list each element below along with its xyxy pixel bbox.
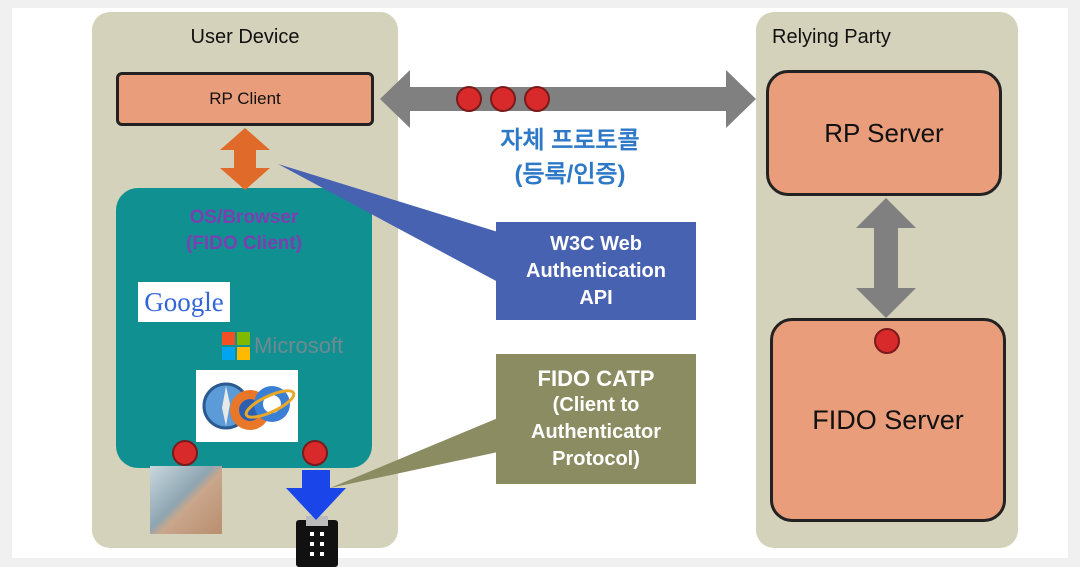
w3c-callout-pointer — [278, 164, 498, 282]
client-api-arrow — [220, 128, 270, 190]
catp-callout-line3: Authenticator — [531, 421, 661, 443]
os-browser-label: OS/Browser (FIDO Client) — [116, 205, 372, 257]
client-dot-right — [302, 440, 328, 466]
protocol-label: 자체 프로토콜 (등록/인증) — [480, 124, 660, 192]
browsers-logo — [196, 370, 298, 442]
google-logo-text: Google — [144, 287, 224, 317]
protocol-dot-2 — [490, 86, 516, 112]
catp-callout-line1: FIDO CATP — [537, 366, 655, 391]
user-device-title: User Device — [190, 26, 300, 48]
w3c-callout-line3: API — [579, 286, 613, 309]
rp-server-label: RP Server — [824, 117, 944, 148]
protocol-label-line2: (등록/인증) — [514, 161, 626, 188]
protocol-dot-3 — [524, 86, 550, 112]
authenticator-arrow — [286, 470, 346, 520]
usb-key — [296, 516, 338, 567]
windows-flag-icon — [222, 332, 250, 360]
protocol-arrow — [380, 70, 756, 128]
rp-client-box: RP Client — [116, 72, 374, 126]
protocol-label-line1: 자체 프로토콜 — [500, 127, 640, 154]
microsoft-logo: Microsoft — [222, 330, 362, 362]
catp-callout: FIDO CATP (Client to Authenticator Proto… — [496, 354, 696, 484]
catp-callout-pointer — [330, 418, 498, 488]
w3c-callout-line2: Authentication — [526, 259, 666, 282]
w3c-callout: W3C Web Authentication API — [496, 222, 696, 320]
rp-server-box: RP Server — [766, 70, 1002, 196]
catp-callout-line4: Protocol) — [552, 448, 640, 470]
microsoft-logo-text: Microsoft — [254, 333, 344, 358]
fido-server-dot — [874, 328, 900, 354]
client-dot-left — [172, 440, 198, 466]
catp-callout-line2: (Client to — [552, 394, 640, 416]
os-browser-line2: (FIDO Client) — [185, 233, 303, 254]
os-browser-line1: OS/Browser — [189, 207, 299, 228]
fido-server-label: FIDO Server — [812, 404, 964, 435]
relying-party-title: Relying Party — [772, 26, 891, 48]
rp-client-label: RP Client — [209, 89, 281, 108]
w3c-callout-line1: W3C Web — [550, 232, 642, 255]
protocol-dot-1 — [456, 86, 482, 112]
google-logo: Google — [138, 282, 230, 322]
phone-photo — [150, 466, 222, 534]
server-arrow — [856, 198, 916, 318]
